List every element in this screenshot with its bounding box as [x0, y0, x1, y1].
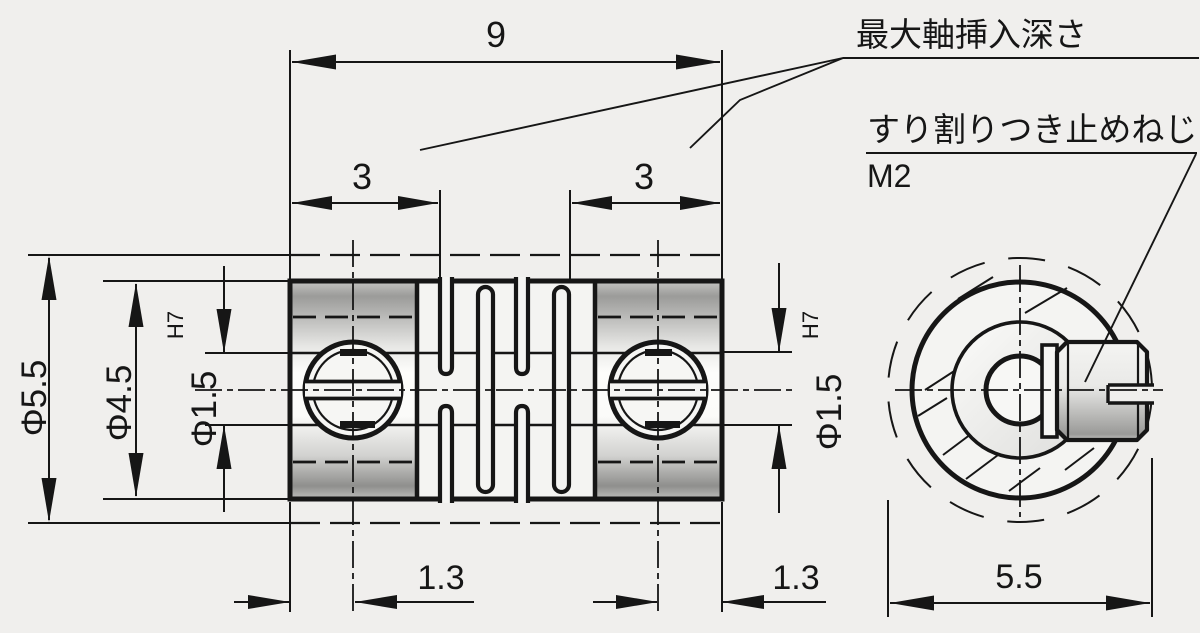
outer-dia-hidden-lines [290, 253, 722, 525]
end-view-set-screw [1040, 339, 1154, 443]
dim-screw-offset-left: 1.3 [417, 559, 464, 597]
note-set-screw-thread: M2 [867, 158, 911, 194]
set-screw-seat [1040, 343, 1059, 439]
note-max-insertion: 最大軸挿入深さ [856, 16, 1087, 53]
dimension-arrows [41, 54, 1150, 611]
slit-top-1 [437, 277, 455, 377]
slit-bottom-2 [513, 403, 531, 503]
note1-leader-right [689, 57, 844, 149]
dim-hub-dia: Φ4.5 [100, 365, 139, 442]
dim-insertion-right: 3 [634, 156, 654, 197]
dim-overall-length: 9 [486, 14, 506, 55]
set-screw-body [1054, 339, 1150, 443]
slit-bottom-1 [437, 403, 455, 503]
set-screw-slot [1108, 385, 1153, 403]
dim-bore-left-tol: H7 [163, 311, 188, 339]
center-lines [195, 240, 1163, 612]
dim-bore-right: Φ1.5 [810, 374, 849, 451]
end-view [887, 257, 1154, 523]
slit-top-2 [513, 277, 531, 377]
note-set-screw: すり割りつき止めねじ [867, 111, 1197, 148]
bore-edge-bar [340, 421, 375, 428]
dim-insertion-left: 3 [352, 156, 372, 197]
note-leaders [419, 57, 1199, 383]
dim-bore-left: Φ1.5 [185, 371, 224, 448]
dim-end-view-dia: 5.5 [995, 558, 1042, 596]
bore-edge-bar [645, 421, 680, 428]
dim-outer-dia: Φ5.5 [15, 360, 54, 437]
hub-hidden-lines [293, 315, 719, 464]
note2-leader [1084, 153, 1197, 383]
slit-pattern [437, 277, 572, 503]
dim-screw-offset-right: 1.3 [772, 559, 819, 597]
dim-bore-right-tol: H7 [798, 311, 823, 339]
note1-leader-left [419, 57, 844, 151]
